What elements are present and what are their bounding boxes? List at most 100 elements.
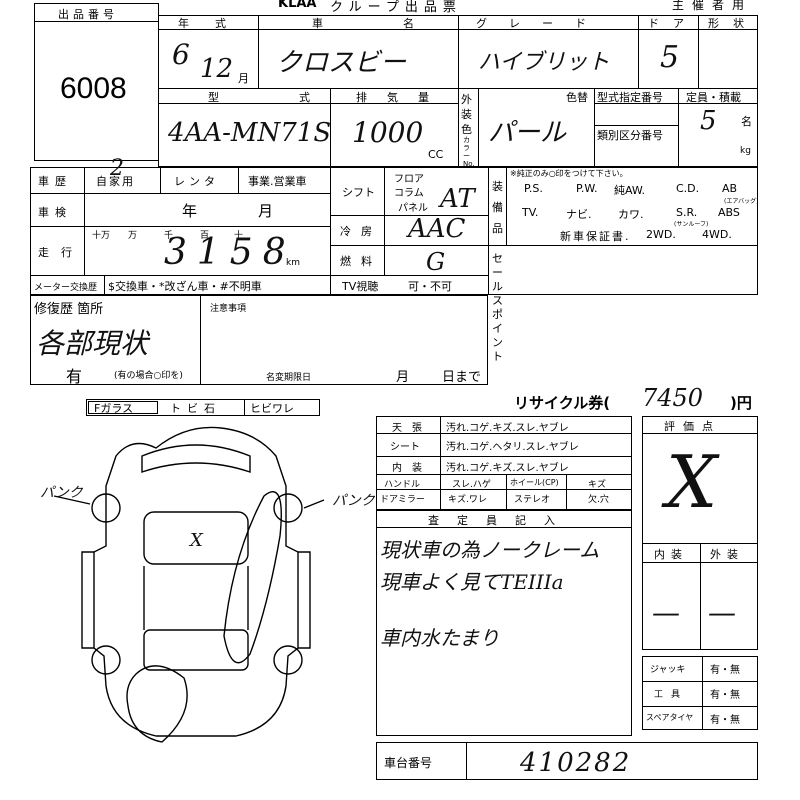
- divider: [700, 543, 701, 650]
- equipment-row1-cd: C.D.: [676, 182, 700, 195]
- history-mark: 2: [110, 156, 124, 181]
- divider: [642, 433, 758, 434]
- year-month: 12: [200, 54, 234, 84]
- divider: [594, 125, 678, 126]
- recycle-value: 7450: [642, 384, 704, 412]
- rating-interior-label: 内装: [654, 548, 688, 561]
- recycle-unit: )円: [730, 394, 752, 412]
- tools-table: [642, 656, 758, 730]
- deadline-day: 日まで: [442, 370, 482, 385]
- color-label: 色替: [566, 91, 588, 104]
- repair-table: [30, 295, 488, 385]
- header-sub: 主催者用: [672, 0, 753, 12]
- divider: [466, 742, 467, 780]
- divider: [200, 295, 201, 385]
- repair-value: 各部現状: [36, 327, 149, 360]
- header-title: クループ出品票: [330, 0, 462, 15]
- condition-handle-a: スレ.ハゲ: [452, 480, 491, 490]
- displacement-label: 排気量: [356, 91, 449, 104]
- mileage-unit-100k: 十万: [92, 231, 111, 241]
- divider: [702, 656, 703, 730]
- inspection-year: 年: [182, 202, 198, 220]
- diagram-right-note: パンク: [332, 493, 375, 509]
- condition-label-handle: ハンドル: [384, 480, 421, 490]
- divider: [384, 167, 385, 275]
- condition-label-ceiling: 天張: [392, 423, 432, 434]
- divider: [30, 275, 488, 276]
- displacement-value: 1000: [352, 116, 424, 149]
- divider: [638, 15, 639, 88]
- lot-label: 出品番号: [58, 8, 118, 21]
- divider: [34, 21, 159, 22]
- tools-jack-value: 有・無: [710, 665, 740, 676]
- name-label: 車名: [312, 17, 494, 30]
- equipment-warranty: 新車保証書.: [560, 230, 631, 243]
- meter-options: $交換車・*改ざん車・#不明車: [108, 280, 262, 293]
- mileage-unit-100: 百: [200, 231, 210, 241]
- divider: [238, 167, 239, 193]
- chassis-table: [376, 742, 758, 780]
- mileage-unit: km: [286, 258, 300, 268]
- divider: [376, 456, 632, 457]
- equipment-row2-sr: S.R.: [676, 206, 698, 219]
- condition-mirror-a: キズ.ワレ: [448, 495, 487, 505]
- type-no-label: 型式指定番号: [597, 91, 663, 104]
- divider: [376, 527, 632, 528]
- capacity-unit: 名: [741, 115, 752, 128]
- doors-label: ドア: [648, 17, 698, 30]
- divider: [506, 474, 507, 510]
- grade-label: グレード: [476, 17, 608, 30]
- divider: [244, 399, 245, 416]
- history-label: 車歴: [38, 175, 72, 188]
- kg-unit: kg: [740, 146, 751, 156]
- divider: [330, 167, 331, 295]
- divider: [458, 88, 758, 89]
- history-private: 自家用: [96, 175, 135, 188]
- divider: [458, 15, 459, 167]
- divider: [678, 88, 679, 167]
- tools-tool-label: 工具: [654, 690, 689, 700]
- divider: [376, 433, 632, 434]
- exterior-color-label: 外装色: [461, 93, 472, 136]
- equipment-row2-tv: TV.: [522, 206, 539, 219]
- color-value: パール: [488, 118, 567, 148]
- divider: [478, 88, 479, 167]
- chassis-value: 410282: [520, 748, 632, 778]
- divider: [158, 103, 458, 104]
- inspector-line2: 現車よく見てTEIIIa: [380, 570, 564, 594]
- tv-value: 可・不可: [408, 280, 452, 293]
- divider: [506, 167, 507, 245]
- displacement-unit: CC: [428, 148, 444, 161]
- model-label: 型式: [208, 91, 390, 104]
- deadline-label: 名変期限日: [266, 373, 312, 383]
- divider: [642, 706, 758, 707]
- mileage-value: 3158: [164, 232, 296, 273]
- condition-opts-ceiling: 汚れ.コゲ.キズ.スレ.ヤブレ: [446, 423, 569, 434]
- divider: [158, 88, 458, 89]
- mileage-unit-10k: 万: [128, 231, 138, 241]
- history-business: 事業.営業車: [248, 175, 307, 188]
- repair-has: 有: [66, 367, 83, 386]
- glass-table: [86, 399, 320, 416]
- fuel-label: 燃料: [340, 255, 382, 268]
- divider: [594, 88, 595, 167]
- condition-mirror-b: ステレオ: [514, 495, 551, 505]
- divider: [258, 15, 259, 88]
- notes-label: 注意事項: [210, 304, 247, 314]
- divider: [330, 245, 488, 246]
- divider: [160, 167, 161, 193]
- divider: [642, 681, 758, 682]
- shift-label: シフト: [342, 186, 375, 199]
- class-no-label: 類別区分番号: [597, 129, 663, 142]
- divider: [104, 275, 105, 295]
- color-no-label: カラーNo.: [463, 136, 475, 168]
- lot-number: 6008: [60, 72, 127, 105]
- equipment-row2-navi: ナビ.: [566, 208, 592, 221]
- inspector-box: [376, 510, 632, 736]
- tv-label: TV視聴: [342, 280, 379, 293]
- equipment-4wd: 4WD.: [702, 228, 732, 241]
- year-era: 6: [172, 38, 190, 71]
- diagram-mark-left: X: [190, 530, 203, 551]
- condition-opts-interior: 汚れ.コゲ.キズ.スレ.ヤブレ: [446, 463, 569, 474]
- glass-chip: トビ石: [170, 402, 221, 415]
